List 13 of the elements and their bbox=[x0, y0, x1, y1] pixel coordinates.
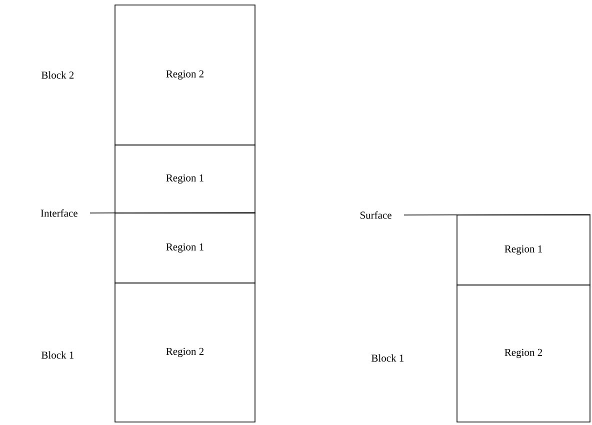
region-box: Region 1 bbox=[114, 212, 256, 284]
region-box: Region 1 bbox=[114, 144, 256, 214]
boundary-label: Interface bbox=[40, 209, 78, 217]
leader-line bbox=[404, 214, 591, 216]
block-label: Block 1 bbox=[372, 354, 404, 362]
boundary-label: Surface bbox=[360, 211, 392, 219]
region-box: Region 2 bbox=[456, 284, 590, 422]
region-box: Region 1 bbox=[456, 214, 590, 286]
region-box: Region 2 bbox=[114, 282, 256, 422]
leader-line bbox=[90, 212, 256, 214]
region-box: Region 2 bbox=[114, 4, 256, 146]
block-label: Block 1 bbox=[42, 351, 74, 359]
block-label: Block 2 bbox=[42, 71, 74, 79]
